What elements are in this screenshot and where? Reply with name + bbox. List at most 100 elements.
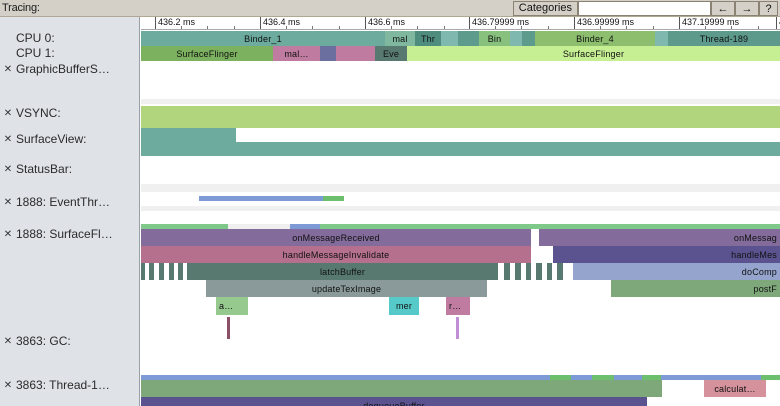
sidebar-item-4[interactable]: ✕SurfaceView: xyxy=(0,131,139,147)
slice-surfaceflinger_thread-5-0[interactable]: a… xyxy=(216,297,248,315)
slice-cpu0-2[interactable]: Thr xyxy=(415,31,441,46)
slice-cpu0-8[interactable]: Binder_4 xyxy=(535,31,655,46)
slice-surfaceflinger_thread-3-4[interactable] xyxy=(178,263,183,280)
slice-cpu0-6[interactable] xyxy=(510,31,522,46)
slice-thread1-0-0[interactable] xyxy=(141,375,550,380)
slice-cpu1-2[interactable] xyxy=(320,46,336,61)
track-thread1-row-2[interactable]: dequeueBuffer xyxy=(141,397,780,406)
slice-cpu0-5[interactable]: Bin xyxy=(479,31,510,46)
track-statusbar[interactable] xyxy=(141,162,780,184)
track-surfaceview[interactable] xyxy=(141,128,780,156)
slice-cpu0-1[interactable]: mal xyxy=(385,31,415,46)
slice-surfaceflinger_thread-3-6[interactable] xyxy=(504,263,510,280)
slice-surfaceview-0[interactable] xyxy=(141,128,236,142)
slice-surfaceflinger_thread-3-1[interactable] xyxy=(149,263,154,280)
close-icon[interactable]: ✕ xyxy=(3,335,13,347)
slice-surfaceflinger_thread-1-0[interactable]: onMessageReceived xyxy=(141,229,531,246)
slice-surfaceflinger_thread-1-1[interactable]: onMessag xyxy=(539,229,780,246)
slice-cpu1-5[interactable]: SurfaceFlinger xyxy=(407,46,780,61)
slice-thread1-2-0[interactable]: dequeueBuffer xyxy=(141,397,647,406)
sidebar-item-7[interactable]: ✕1888: SurfaceFl… xyxy=(0,226,139,242)
track-eventthread[interactable] xyxy=(141,192,780,206)
slice-surfaceflinger_thread-0-1[interactable] xyxy=(228,224,290,229)
search-next-button[interactable]: → xyxy=(735,1,759,16)
sidebar-item-1[interactable]: ✕CPU 1: xyxy=(0,45,139,61)
track-vsync[interactable] xyxy=(141,106,780,128)
slice-cpu0-4[interactable] xyxy=(458,31,479,46)
slice-surfaceflinger_thread-2-0[interactable]: handleMessageInvalidate xyxy=(141,246,531,263)
slice-surfaceflinger_thread-3-0[interactable] xyxy=(141,263,145,280)
slice-cpu0-3[interactable] xyxy=(441,31,458,46)
sidebar-item-9[interactable]: ✕3863: Thread-1… xyxy=(0,377,139,393)
slice-cpu1-4[interactable]: Eve xyxy=(375,46,407,61)
slice-surfaceflinger_thread-4-0[interactable]: updateTexImage xyxy=(206,280,487,297)
slice-surfaceflinger_thread-3-3[interactable] xyxy=(169,263,174,280)
slice-surfaceflinger_thread-3-5[interactable]: latchBuffer xyxy=(187,263,498,280)
slice-thread1-1-1[interactable]: calculat… xyxy=(704,380,766,397)
close-icon[interactable]: ✕ xyxy=(3,196,13,208)
slice-surfaceview-1[interactable] xyxy=(141,142,780,156)
close-icon[interactable]: ✕ xyxy=(3,107,13,119)
track-surfaceflinger_thread-row-1[interactable]: onMessageReceived onMessag xyxy=(141,229,780,246)
slice-thread1-0-3[interactable] xyxy=(592,375,614,380)
slice-cpu1-1[interactable]: mal… xyxy=(273,46,320,61)
slice-surfaceflinger_thread-3-9[interactable] xyxy=(536,263,542,280)
slice-thread1-0-6[interactable] xyxy=(661,375,761,380)
slice-surfaceflinger_thread-0-2[interactable] xyxy=(290,224,320,229)
close-icon[interactable]: ✕ xyxy=(3,133,13,145)
slice-thread1-0-1[interactable] xyxy=(550,375,571,380)
slice-surfaceflinger_thread-0-0[interactable] xyxy=(141,224,228,229)
track-thread1-row-0[interactable] xyxy=(141,375,780,380)
sidebar-item-5[interactable]: ✕StatusBar: xyxy=(0,161,139,177)
slice-thread1-0-4[interactable] xyxy=(614,375,642,380)
categories-button[interactable]: Categories xyxy=(512,1,578,16)
slice-surfaceflinger_thread-0-3[interactable] xyxy=(320,224,780,229)
sidebar-item-6[interactable]: ✕1888: EventThr… xyxy=(0,194,139,210)
close-icon[interactable]: ✕ xyxy=(3,63,13,75)
track-separator-1[interactable] xyxy=(141,184,780,192)
close-icon[interactable]: ✕ xyxy=(3,379,13,391)
slice-cpu0-7[interactable] xyxy=(522,31,535,46)
slice-cpu1-0[interactable]: SurfaceFlinger xyxy=(141,46,273,61)
slice-surfaceflinger_thread-5-2[interactable]: r… xyxy=(446,297,470,315)
slice-cpu0-9[interactable] xyxy=(655,31,668,46)
track-surfaceflinger_thread-row-4[interactable]: updateTexImage postF xyxy=(141,280,780,297)
slice-surfaceflinger_thread-3-10[interactable] xyxy=(547,263,552,280)
slice-eventthread-1[interactable] xyxy=(323,196,344,201)
track-surfaceflinger_thread-row-0[interactable] xyxy=(141,224,780,229)
slice-surfaceflinger_thread-3-11[interactable] xyxy=(557,263,563,280)
slice-surfaceflinger_thread-3-7[interactable] xyxy=(515,263,521,280)
close-icon[interactable]: ✕ xyxy=(3,163,13,175)
slice-surfaceflinger_thread-3-8[interactable] xyxy=(526,263,531,280)
slice-surfaceflinger_thread-2-1[interactable]: handleMes xyxy=(553,246,780,263)
track-separator-2[interactable] xyxy=(141,206,780,211)
slice-thread1-1-0[interactable] xyxy=(141,380,662,397)
slice-cpu0-0[interactable]: Binder_1 xyxy=(141,31,385,46)
slice-cpu1-3[interactable] xyxy=(336,46,375,61)
slice-eventthread-0[interactable] xyxy=(199,196,323,201)
slice-vsync-0[interactable] xyxy=(141,106,780,128)
slice-thread1-0-7[interactable] xyxy=(761,375,780,380)
slice-surfaceflinger_thread-4-1[interactable]: postF xyxy=(611,280,780,297)
track-separator-0[interactable] xyxy=(141,99,780,104)
slice-thread1-0-2[interactable] xyxy=(571,375,592,380)
slice-cpu0-10[interactable]: Thread-189 xyxy=(668,31,780,46)
slice-thread1-0-5[interactable] xyxy=(642,375,661,380)
sidebar-item-2[interactable]: ✕GraphicBufferS… xyxy=(0,61,139,77)
slice-surfaceflinger_thread-3-2[interactable] xyxy=(159,263,164,280)
track-gc[interactable] xyxy=(141,334,780,358)
search-input[interactable] xyxy=(578,1,711,16)
sidebar-item-0[interactable]: ✕CPU 0: xyxy=(0,30,139,46)
track-graphicbuffer[interactable] xyxy=(141,62,780,86)
track-surfaceflinger_thread-row-2[interactable]: handleMessageInvalidate handleMes xyxy=(141,246,780,263)
sidebar-item-3[interactable]: ✕VSYNC: xyxy=(0,105,139,121)
track-thread1-row-1[interactable]: calculat… xyxy=(141,380,780,397)
search-prev-button[interactable]: ← xyxy=(711,1,735,16)
sidebar-item-8[interactable]: ✕3863: GC: xyxy=(0,333,139,349)
help-button[interactable]: ? xyxy=(759,1,778,16)
